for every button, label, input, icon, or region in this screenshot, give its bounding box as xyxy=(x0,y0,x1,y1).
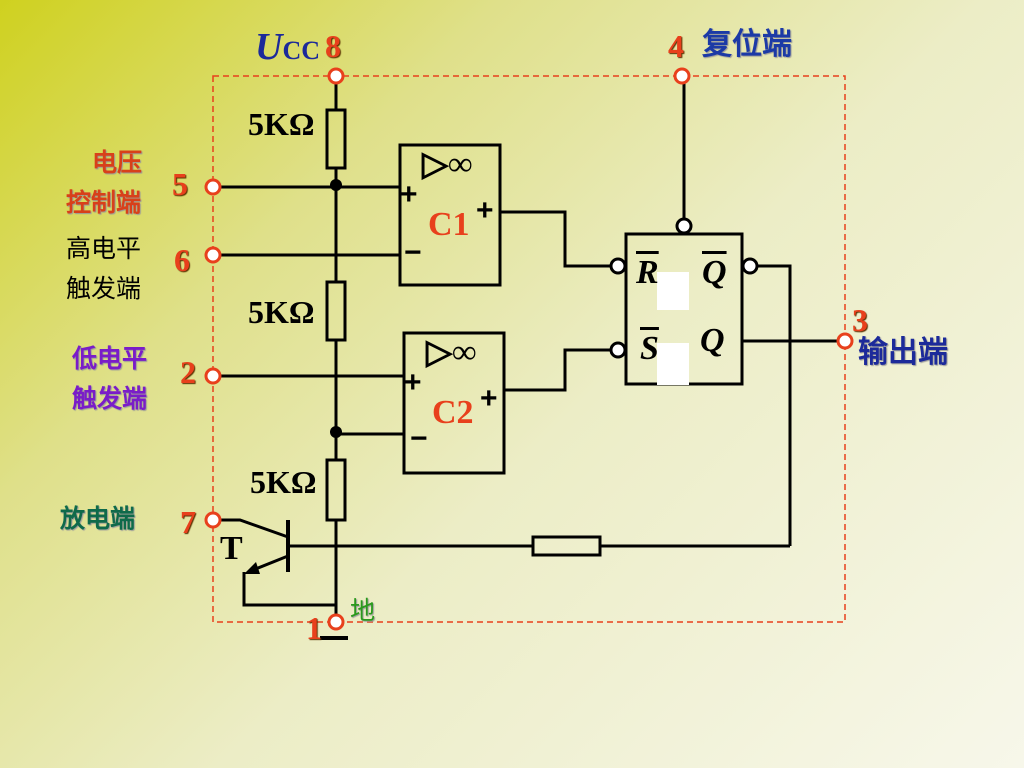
resistor-1-value: 5KΩ xyxy=(248,106,315,142)
threshold-label-line2: 触发端 xyxy=(66,274,142,303)
c2-name: C2 xyxy=(432,394,474,431)
flipflop-r-label: R xyxy=(636,254,659,291)
resistor-2-value: 5KΩ xyxy=(248,294,315,330)
pin-7-terminal xyxy=(204,511,222,529)
flipflop-s-label: S xyxy=(640,330,659,367)
resistor-1 xyxy=(325,108,347,170)
flipflop-qbar-bubble xyxy=(741,257,759,275)
c2-amp-symbol: ▷∞ xyxy=(426,334,477,371)
resistor-3 xyxy=(325,458,347,522)
output-label: 输出端 xyxy=(858,335,948,370)
pin-4-number: 4 xyxy=(668,28,684,64)
c1-output-wire xyxy=(500,210,612,268)
flipflop-q-label: Q xyxy=(700,322,725,359)
discharge-label: 放电端 xyxy=(60,504,136,533)
pin-8-number: 8 xyxy=(325,28,341,64)
qbar-feedback-wire xyxy=(757,264,792,546)
transistor-label: T xyxy=(220,530,243,567)
flipflop-reset-bubble xyxy=(675,217,693,235)
c2-minus-input: − xyxy=(410,422,428,455)
pin-2-terminal xyxy=(204,367,222,385)
ground-label: 地 xyxy=(350,596,376,625)
vcc-symbol: U xyxy=(255,26,283,68)
control-label-line1: 电压 xyxy=(92,148,143,177)
junction-dot-lower xyxy=(330,426,342,438)
c1-plus-input: + xyxy=(400,178,418,211)
c2-output-plus: + xyxy=(480,382,498,415)
junction-dot-upper xyxy=(330,179,342,191)
pin-7-number: 7 xyxy=(180,504,196,540)
pin-3-terminal xyxy=(836,332,854,350)
c2-plus-input: + xyxy=(404,366,422,399)
pin-8-terminal xyxy=(327,67,345,85)
vcc-label: UCC xyxy=(255,28,320,66)
flipflop-s-bubble xyxy=(609,341,627,359)
chip-boundary xyxy=(212,75,846,623)
flipflop-mask-upper xyxy=(657,272,689,310)
c1-minus-input: − xyxy=(404,236,422,269)
emitter-ground-wire xyxy=(242,572,336,607)
trigger-label-line2: 触发端 xyxy=(72,384,148,413)
pin-5-number: 5 xyxy=(172,166,188,202)
c1-name: C1 xyxy=(428,206,470,243)
pin-1-terminal xyxy=(327,613,345,631)
pin-1-number: 1 xyxy=(306,610,322,646)
control-label-line2: 控制端 xyxy=(66,188,142,217)
base-resistor xyxy=(531,535,602,557)
transistor-emitter-arrow xyxy=(244,562,260,574)
threshold-label-line1: 高电平 xyxy=(66,234,142,263)
pin-6-number: 6 xyxy=(174,242,190,278)
pin-6-terminal xyxy=(204,246,222,264)
pin-5-terminal xyxy=(204,178,222,196)
vcc-subscript: CC xyxy=(282,36,321,65)
reset-label: 复位端 xyxy=(702,27,792,62)
pin-3-number: 3 xyxy=(852,302,868,338)
c1-output-plus: + xyxy=(476,194,494,227)
trigger-label-line1: 低电平 xyxy=(72,344,148,373)
flipflop-r-bubble xyxy=(609,257,627,275)
c2-output-wire xyxy=(504,348,612,392)
pin-2-number: 2 xyxy=(180,354,196,390)
resistor-2 xyxy=(325,280,347,342)
transistor-collector xyxy=(213,518,289,539)
c1-amp-symbol: ▷∞ xyxy=(422,146,473,183)
comparator-c1-box xyxy=(398,143,502,287)
pin-4-terminal xyxy=(673,67,691,85)
flipflop-qbar-label: Q xyxy=(702,254,727,291)
flipflop-mask-lower xyxy=(657,343,689,385)
resistor-3-value: 5KΩ xyxy=(250,464,317,500)
comparator-c2-box xyxy=(402,331,506,475)
